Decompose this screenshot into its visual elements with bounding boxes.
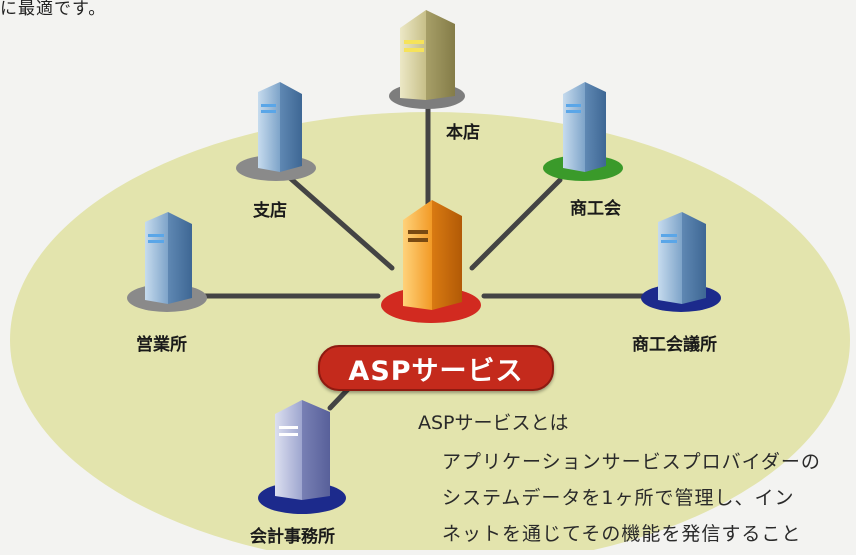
connectors [202, 105, 648, 411]
building-shokokaigisho-icon [641, 212, 721, 312]
background-ellipse [10, 112, 850, 550]
description-line: アプリケーションサービスプロバイダーの [442, 451, 821, 473]
description-block: ASPサービスとは アプリケーションサービスプロバイダーの システムデータを1ヶ… [418, 408, 821, 555]
building-shokokai-icon [543, 82, 623, 181]
building-shiten-icon [236, 82, 316, 181]
asp-center-building-icon [381, 200, 481, 323]
building-honten-icon [389, 10, 465, 109]
label-kaikei: 会計事務所 [250, 527, 335, 547]
description-line: システムデータを1ヶ所で管理し、イン [442, 487, 795, 509]
label-honten: 本店 [446, 123, 480, 143]
label-eigyosho: 営業所 [136, 335, 187, 355]
description-title: ASPサービスとは [418, 412, 569, 434]
connector-shokokai [469, 177, 563, 271]
label-shokokai: 商工会 [570, 199, 621, 219]
description-line: ネットを通じてその機能を発信すること [442, 523, 802, 545]
label-shiten: 支店 [253, 201, 287, 221]
building-kaikei-icon [258, 400, 346, 514]
asp-service-badge: ASPサービス [318, 345, 554, 391]
top-text-fragment: に最適です。 [0, 0, 107, 19]
connector-shiten [287, 175, 395, 271]
building-eigyosho-icon [127, 212, 207, 312]
label-shokokaigisho: 商工会議所 [632, 335, 717, 355]
